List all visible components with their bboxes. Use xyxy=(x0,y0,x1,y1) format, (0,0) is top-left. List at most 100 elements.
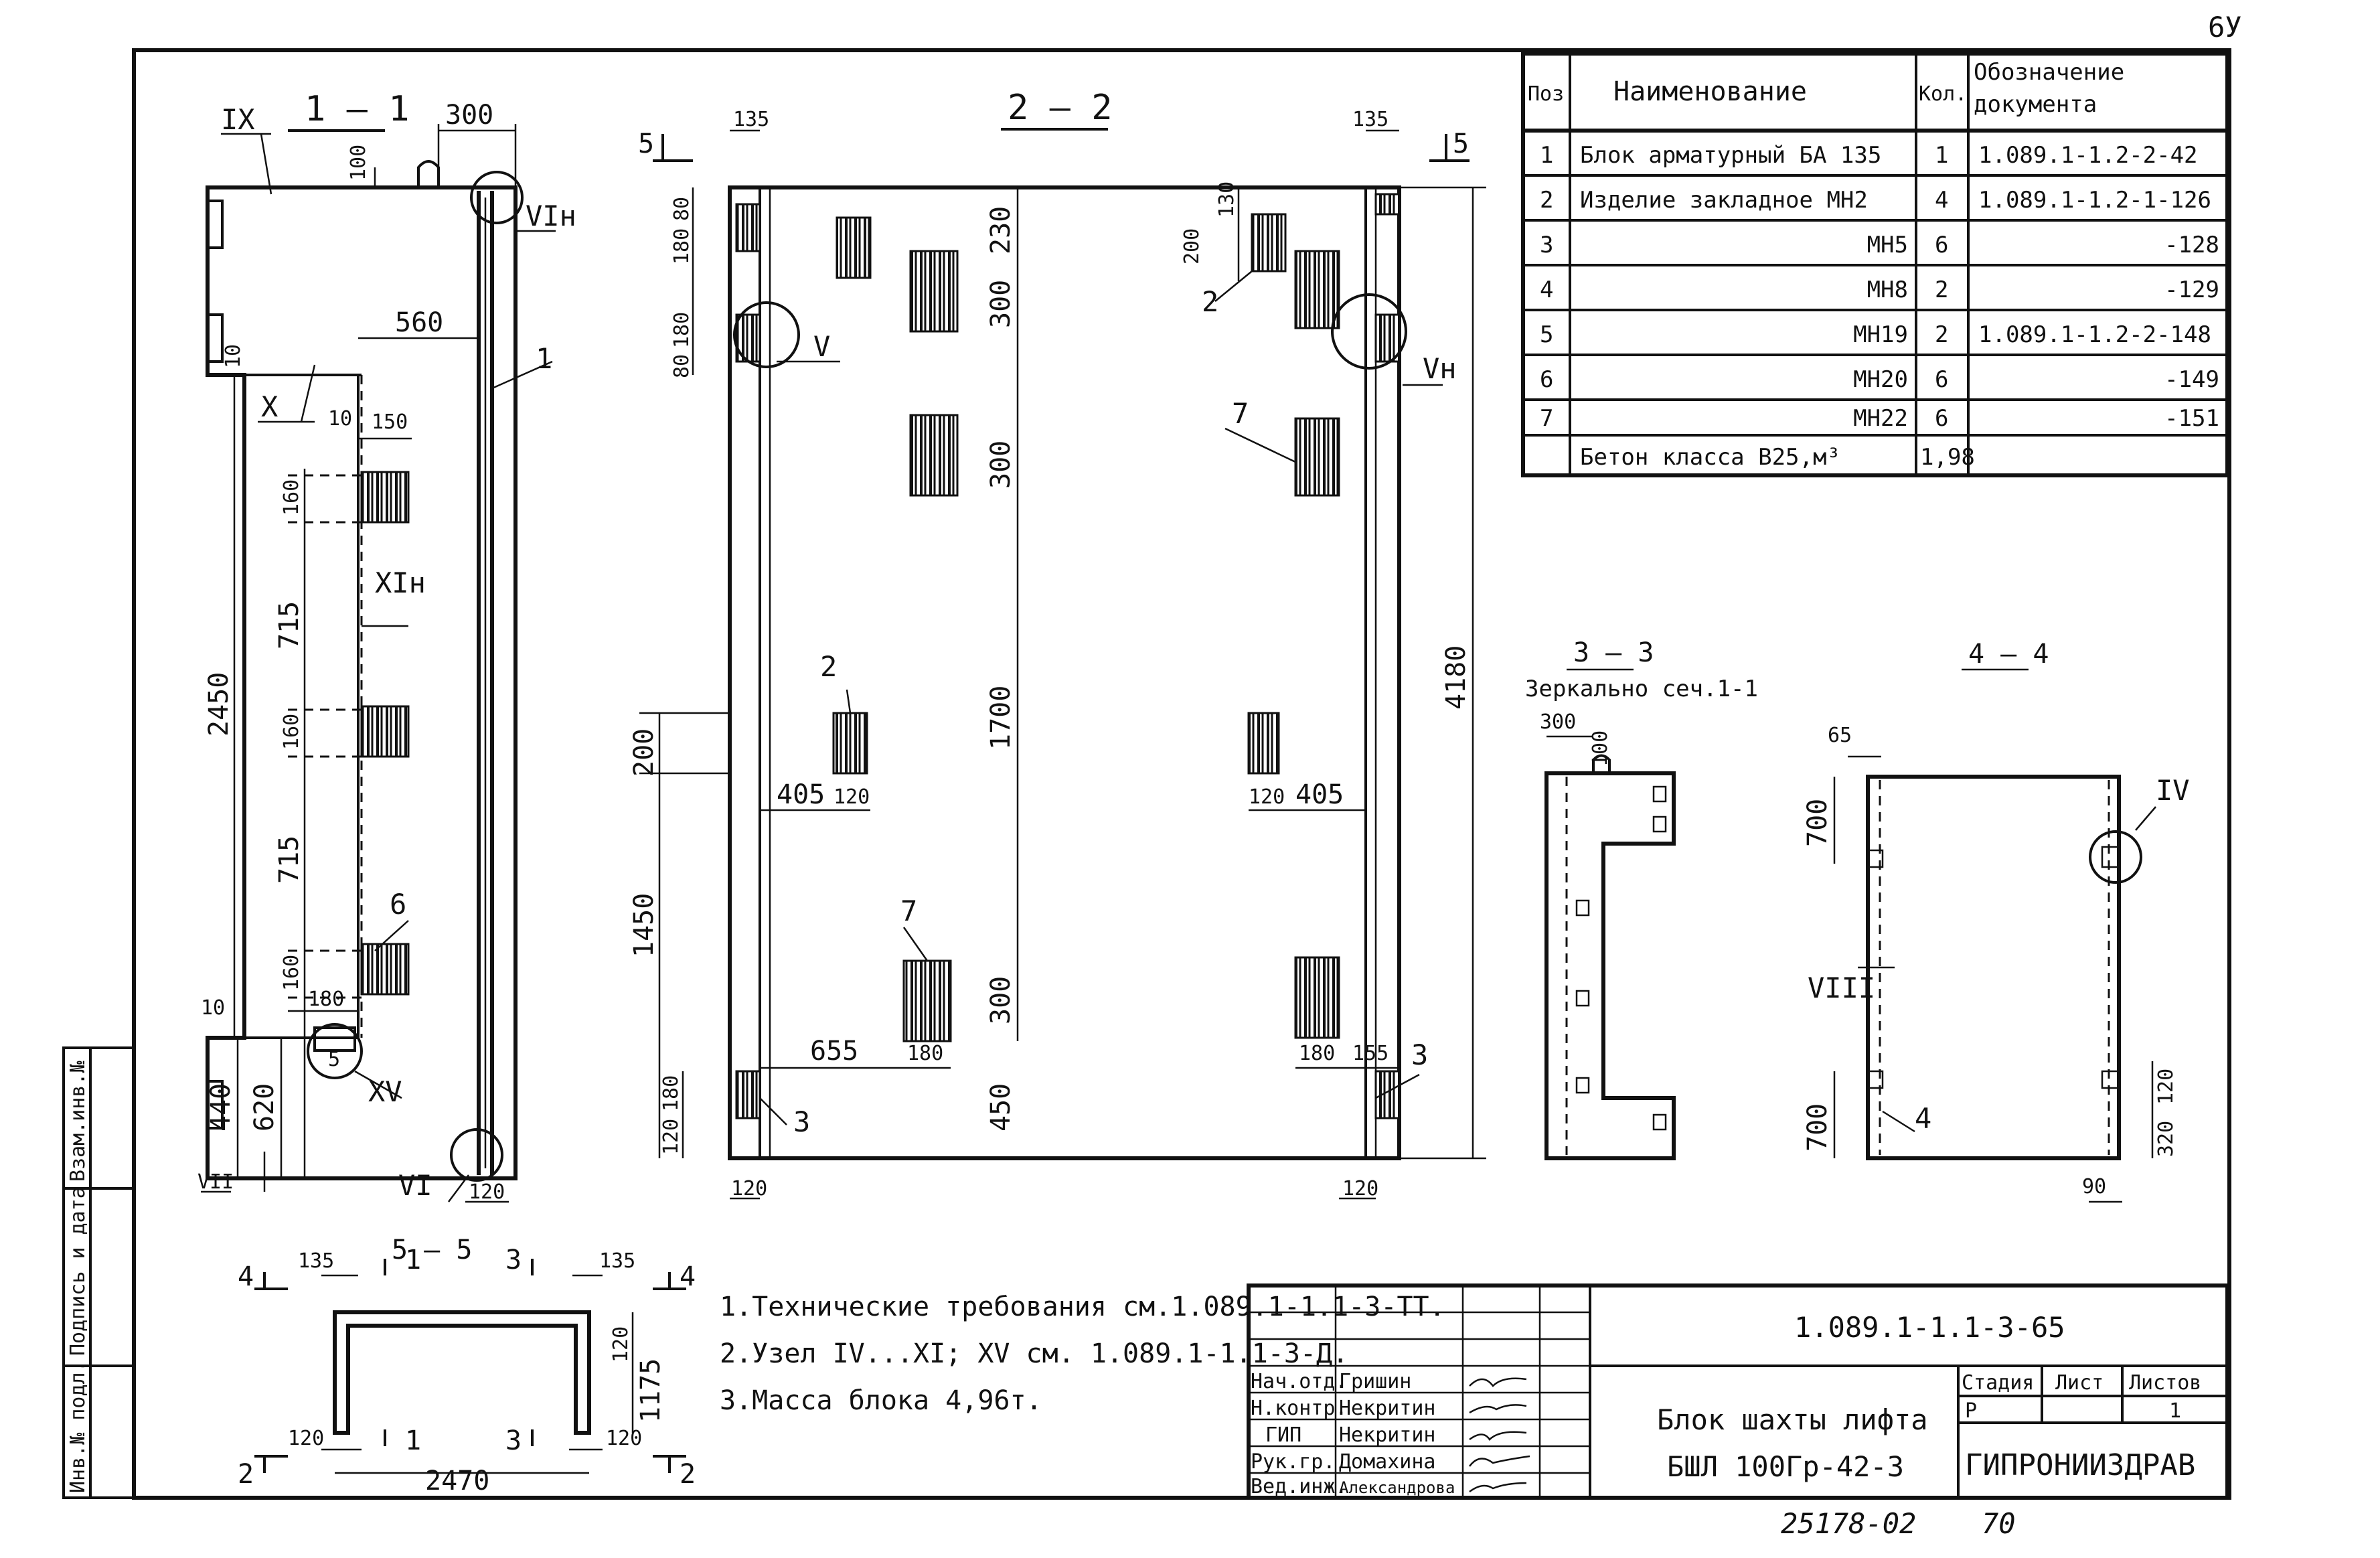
dim-160-b: 160 xyxy=(280,714,303,750)
dim-180: 180 xyxy=(308,988,344,1011)
spec-row-name: Блок арматурный БА 135 xyxy=(1580,142,1881,169)
dim-180-bottom: 180 xyxy=(907,1042,943,1065)
dim-405-right: 405 xyxy=(1295,779,1344,810)
dim-135-left: 135 xyxy=(733,108,769,131)
side-stamp-replace: Взам.инв.№ xyxy=(66,1061,90,1182)
title-org: ГИПРОНИИЗДРАВ xyxy=(1965,1448,2195,1482)
sheet-frame xyxy=(132,48,2231,1500)
spec-row-pos: 2 xyxy=(1540,187,1553,214)
sign-name: Домахина xyxy=(1339,1450,1436,1474)
dim-160-c: 160 xyxy=(280,955,303,991)
dim-300-b: 300 xyxy=(985,441,1016,489)
dim-120-mid-right: 120 xyxy=(1249,785,1285,809)
dim-120-5-5-right: 120 xyxy=(606,1427,642,1450)
section-mark-5-right: 5 xyxy=(1453,129,1469,159)
section-4-4: 4 — 4 VIII IV 4 65 700 700 120 320 90 xyxy=(1802,639,2190,1203)
spec-header-doc-wrap: Обозначение документа xyxy=(1974,59,2124,118)
section-mark-2-left: 2 xyxy=(238,1459,254,1490)
section-title-4-4: 4 — 4 xyxy=(1968,639,2049,670)
dim-620: 620 xyxy=(249,1083,280,1132)
dim-10-bottom: 10 xyxy=(201,996,225,1020)
dim-80-b: 80 xyxy=(670,354,694,378)
spec-row-name: Бетон класса В25,м³ xyxy=(1580,444,1840,471)
dim-120-mid-left: 120 xyxy=(834,785,870,809)
dim-80-a: 80 xyxy=(670,197,694,221)
dim-440: 440 xyxy=(206,1083,236,1132)
sign-role: Нач.отд. xyxy=(1251,1370,1348,1393)
position-label-4: 4 xyxy=(1915,1102,1931,1135)
footer-number: 25178-02 xyxy=(1781,1507,1916,1540)
sheet-corner-label: 6У xyxy=(2208,11,2242,44)
section-mark-2-right: 2 xyxy=(680,1459,696,1490)
spec-row-name: МН20 xyxy=(1853,366,1908,393)
dim-655: 655 xyxy=(810,1036,858,1067)
section-3-3-note: Зеркально сеч.1-1 xyxy=(1525,676,1758,702)
sign-role: Н.контр. xyxy=(1251,1397,1348,1420)
node-label-x: X xyxy=(261,390,278,423)
dim-1700: 1700 xyxy=(985,686,1016,750)
title-sheet-label: Лист xyxy=(2055,1371,2104,1395)
side-stamp-sign: Подпись и дата xyxy=(66,1186,90,1356)
position-label-2-left: 2 xyxy=(820,650,837,683)
section-mark-3-bottom: 3 xyxy=(505,1425,522,1456)
node-label-ix: IX xyxy=(221,103,255,136)
footer-page: 70 xyxy=(1982,1507,2016,1540)
dim-120-4-4: 120 xyxy=(2154,1069,2178,1105)
dim-560: 560 xyxy=(395,307,443,338)
node-label-vii: VII xyxy=(197,1170,234,1194)
notes: 1.Технические требования см.1.089.1-1.1-… xyxy=(720,1292,1445,1416)
spec-row-pos: 4 xyxy=(1540,277,1553,303)
dim-10-right: 10 xyxy=(328,407,352,431)
title-stage: Р xyxy=(1965,1399,1977,1423)
spec-row-qty: 1,98 xyxy=(1920,444,1975,471)
sign-name: Некритин xyxy=(1339,1423,1436,1447)
node-label-vi-n: VIн xyxy=(526,200,576,232)
dim-200-right: 200 xyxy=(1180,228,1204,264)
dim-130: 130 xyxy=(1215,181,1239,218)
spec-row-qty: 1 xyxy=(1935,142,1948,169)
section-mark-4-right: 4 xyxy=(680,1261,696,1292)
spec-header-name: Наименование xyxy=(1613,76,1807,107)
title-stage-label: Стадия xyxy=(1962,1371,2034,1395)
spec-row-doc: 1.089.1-1.2-1-126 xyxy=(1978,187,2211,214)
dim-715-b: 715 xyxy=(274,836,305,884)
dim-230: 230 xyxy=(985,206,1016,254)
spec-row-pos: 6 xyxy=(1540,366,1553,393)
spec-row-doc: 1.089.1-1.2-2-148 xyxy=(1978,321,2211,348)
dim-180-a: 180 xyxy=(670,228,694,264)
side-stamp-inv: Инв.№ подл. xyxy=(66,1360,90,1493)
dim-2470: 2470 xyxy=(425,1466,489,1496)
position-label-2-right: 2 xyxy=(1202,285,1218,318)
section-1-1: 1 — 1 5 xyxy=(197,89,576,1204)
spec-row-doc: 1.089.1-1.2-2-42 xyxy=(1978,142,2198,169)
node-label-xv: XV xyxy=(368,1075,402,1108)
dim-100-top: 100 xyxy=(347,145,370,181)
dim-65: 65 xyxy=(1828,724,1852,747)
dim-200-left: 200 xyxy=(629,728,659,777)
spec-row-pos: 1 xyxy=(1540,142,1553,169)
position-label-3-right: 3 xyxy=(1411,1038,1428,1071)
spec-row-doc: -151 xyxy=(2164,405,2219,432)
dim-300-c: 300 xyxy=(985,976,1016,1024)
spec-row-name: МН5 xyxy=(1867,232,1908,258)
section-title-2-2: 2 — 2 xyxy=(1008,88,1113,128)
spec-header-pos: Поз. xyxy=(1528,82,1576,106)
spec-row-doc: -129 xyxy=(2164,277,2219,303)
dim-1450: 1450 xyxy=(629,893,659,957)
section-mark-5-left: 5 xyxy=(638,129,654,159)
spec-row-qty: 6 xyxy=(1935,405,1948,432)
spec-row-qty: 4 xyxy=(1935,187,1948,214)
dim-155: 155 xyxy=(1352,1042,1389,1065)
spec-row-qty: 6 xyxy=(1935,232,1948,258)
dim-1175: 1175 xyxy=(635,1358,666,1423)
dim-135-5-5-right: 135 xyxy=(599,1249,635,1273)
position-label-3-left: 3 xyxy=(793,1105,810,1138)
node-label-iv: IV xyxy=(2156,774,2190,807)
spec-row-pos: 5 xyxy=(1540,321,1553,348)
spec-row-doc: -149 xyxy=(2164,366,2219,393)
note-3: 3.Масса блока 4,96т. xyxy=(720,1385,1042,1416)
side-stamp: Инв.№ подл. Подпись и дата Взам.инв.№ xyxy=(62,1046,135,1499)
dim-120-1-1: 120 xyxy=(469,1180,505,1204)
dim-90: 90 xyxy=(2082,1175,2106,1198)
